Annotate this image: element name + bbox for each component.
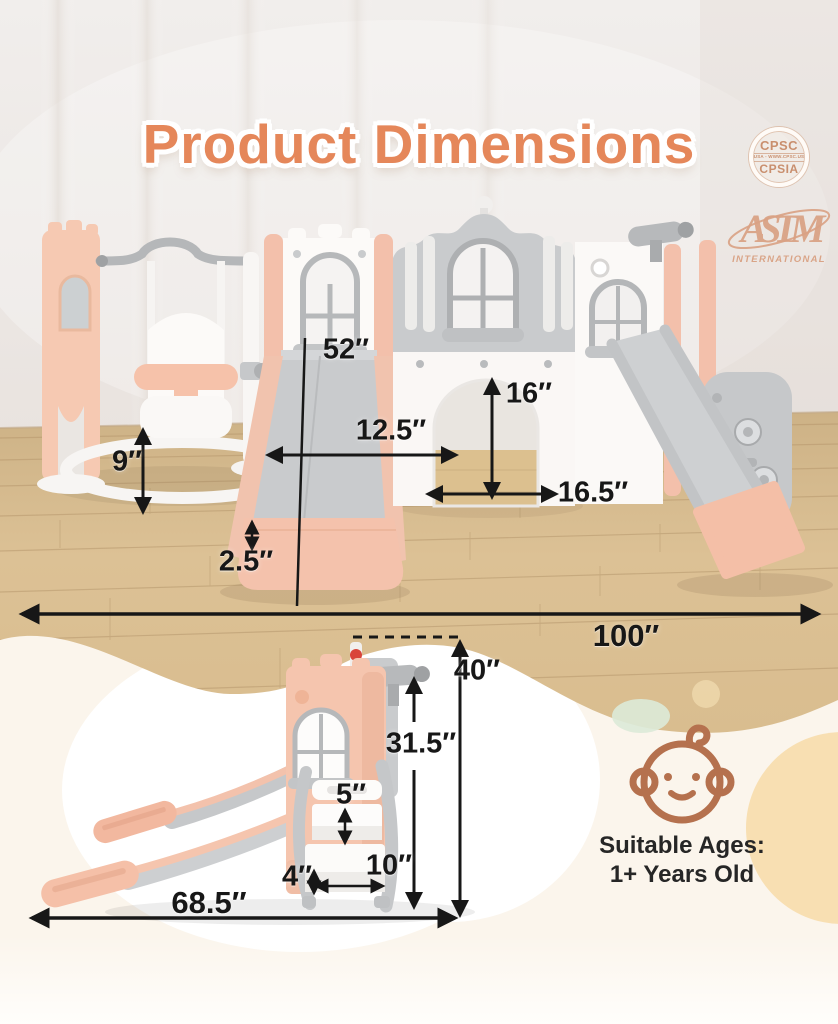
left-slide-end [237, 518, 404, 590]
dim-label-doorway-height: 16″ [505, 377, 553, 410]
dim-label-slide-length: 52″ [322, 333, 370, 366]
dim-label-overall-depth: 68.5″ [171, 885, 247, 920]
cpsc-certification-badge: CPSC USA - WWW.CPSC.US CPSIA [749, 127, 809, 187]
left-panel-window [58, 274, 92, 332]
dim-label-step-height: 5″ [335, 778, 367, 811]
decorative-blobs-over [612, 680, 838, 924]
dim-label-slide-width: 12.5″ [355, 414, 427, 447]
dim-line-slide-length [295, 337, 307, 607]
age-recommendation-line2: 1+ Years Old [609, 861, 755, 888]
swing-seat-belt [134, 364, 238, 390]
swing-top-bar [95, 237, 257, 266]
cpsc-badge-label: CPSC [759, 137, 799, 153]
right-slide-tower [575, 221, 805, 579]
astm-certification-badge: ASTM INTERNATIONAL [722, 200, 836, 265]
right-slide-end [693, 481, 805, 579]
dim-label-doorway-width: 16.5″ [557, 476, 629, 509]
baby-face-icon [629, 724, 735, 824]
age-recommendation-line1: Suitable Ages: [599, 832, 765, 859]
astm-logo: ASTM [727, 206, 835, 251]
dim-label-step-depth: 10″ [365, 849, 413, 882]
telescope-main [628, 221, 694, 247]
dim-label-step-rise: 4″ [281, 860, 313, 893]
castle-center-panel [393, 196, 575, 508]
cpsia-badge-label: CPSIA [759, 162, 799, 177]
dim-label-overall-height: 40″ [453, 654, 501, 687]
page-title: Product Dimensions [142, 113, 696, 175]
bottom-fade [0, 935, 838, 1024]
swing-set [37, 220, 304, 504]
dim-label-swing-height: 9″ [111, 445, 143, 478]
swing-seat [140, 396, 232, 438]
dim-label-slide-end-height: 2.5″ [218, 545, 274, 578]
dim-label-platform-height: 31.5″ [385, 727, 457, 760]
dimension-lines [18, 337, 822, 929]
dim-label-overall-width: 100″ [592, 618, 660, 653]
astm-subtitle: INTERNATIONAL [732, 254, 826, 265]
cpsc-badge-sub: USA - WWW.CPSC.US [753, 153, 805, 162]
